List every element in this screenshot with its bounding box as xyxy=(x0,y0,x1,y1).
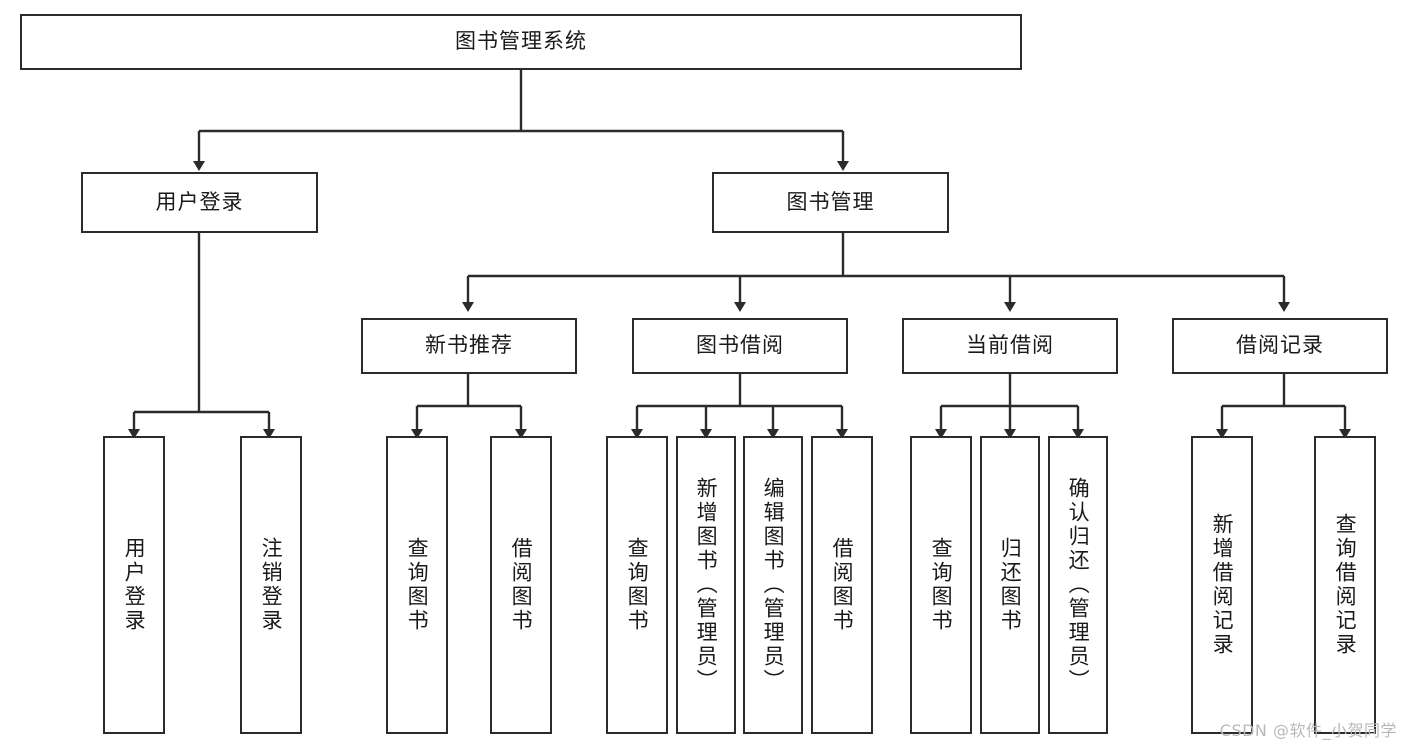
node-leaf-add-borrow-record[interactable]: 新增借阅记录 xyxy=(1191,436,1253,734)
node-user-login[interactable]: 用户登录 xyxy=(81,172,318,233)
node-leaf-logout-label: 注销登录 xyxy=(259,537,284,633)
node-borrow-records[interactable]: 借阅记录 xyxy=(1172,318,1388,374)
node-leaf-query-book-1[interactable]: 查询图书 xyxy=(386,436,448,734)
node-leaf-return-book[interactable]: 归还图书 xyxy=(980,436,1040,734)
node-new-book-recommend[interactable]: 新书推荐 xyxy=(361,318,577,374)
node-new-book-recommend-label: 新书推荐 xyxy=(425,333,513,358)
node-book-management-label: 图书管理 xyxy=(786,189,875,214)
node-leaf-query-book-3-label: 查询图书 xyxy=(929,537,954,633)
node-leaf-query-borrow-record-label: 查询借阅记录 xyxy=(1333,513,1358,657)
node-leaf-user-login-label: 用户登录 xyxy=(122,537,147,633)
node-leaf-user-login[interactable]: 用户登录 xyxy=(103,436,165,734)
node-leaf-edit-book[interactable]: 编辑图书（管理员） xyxy=(743,436,803,734)
node-book-management[interactable]: 图书管理 xyxy=(712,172,949,233)
node-root-label: 图书管理系统 xyxy=(455,29,587,54)
node-root[interactable]: 图书管理系统 xyxy=(20,14,1022,70)
node-leaf-query-book-1-label: 查询图书 xyxy=(405,537,430,633)
node-leaf-borrow-book-2[interactable]: 借阅图书 xyxy=(811,436,873,734)
node-leaf-logout[interactable]: 注销登录 xyxy=(240,436,302,734)
node-leaf-edit-book-label: 编辑图书（管理员） xyxy=(761,477,786,693)
node-current-borrow[interactable]: 当前借阅 xyxy=(902,318,1118,374)
node-leaf-borrow-book-1-label: 借阅图书 xyxy=(509,537,534,633)
node-leaf-confirm-return[interactable]: 确认归还（管理员） xyxy=(1048,436,1108,734)
node-leaf-query-book-2[interactable]: 查询图书 xyxy=(606,436,668,734)
node-leaf-query-book-2-label: 查询图书 xyxy=(625,537,650,633)
node-book-borrow-label: 图书借阅 xyxy=(696,333,784,358)
node-leaf-query-borrow-record[interactable]: 查询借阅记录 xyxy=(1314,436,1376,734)
node-leaf-borrow-book-1[interactable]: 借阅图书 xyxy=(490,436,552,734)
node-current-borrow-label: 当前借阅 xyxy=(966,333,1054,358)
node-leaf-add-book[interactable]: 新增图书（管理员） xyxy=(676,436,736,734)
node-leaf-confirm-return-label: 确认归还（管理员） xyxy=(1066,477,1091,693)
node-leaf-borrow-book-2-label: 借阅图书 xyxy=(830,537,855,633)
node-leaf-add-book-label: 新增图书（管理员） xyxy=(694,477,719,693)
node-leaf-return-book-label: 归还图书 xyxy=(998,537,1023,633)
node-book-borrow[interactable]: 图书借阅 xyxy=(632,318,848,374)
node-leaf-add-borrow-record-label: 新增借阅记录 xyxy=(1210,513,1235,657)
node-user-login-label: 用户登录 xyxy=(155,189,244,214)
watermark: CSDN @软件_小贺同学 xyxy=(1219,721,1397,740)
node-borrow-records-label: 借阅记录 xyxy=(1236,333,1324,358)
node-leaf-query-book-3[interactable]: 查询图书 xyxy=(910,436,972,734)
